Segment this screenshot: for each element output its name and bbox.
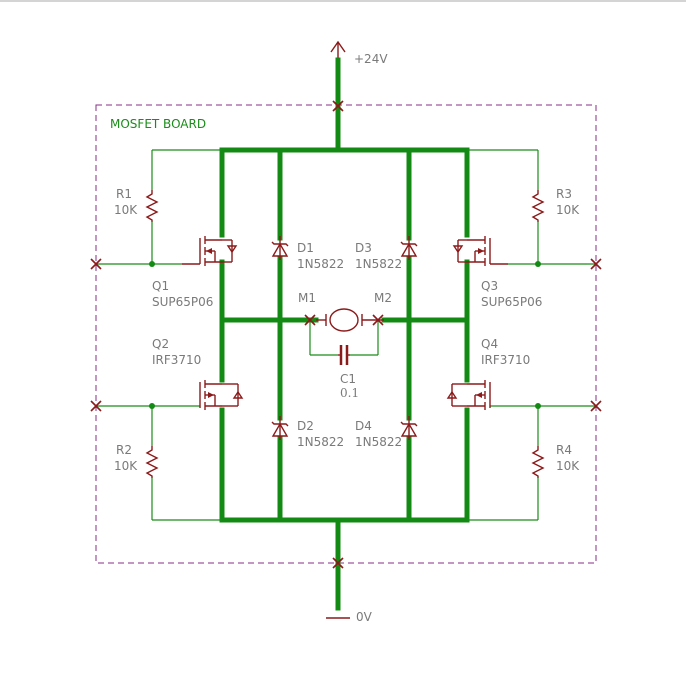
resistor-r4 <box>531 446 545 478</box>
r4-value: 10K <box>556 459 580 473</box>
mosfet-q2 <box>199 380 244 410</box>
d4-ref: D4 <box>355 419 372 433</box>
motor-connector-m1 <box>304 314 316 326</box>
d2-ref: D2 <box>297 419 314 433</box>
m2-ref: M2 <box>374 291 392 305</box>
mosfet-q4 <box>446 380 491 410</box>
board-outline <box>95 104 597 564</box>
gate-wiring <box>96 149 596 521</box>
capacitor-c1 <box>338 345 350 365</box>
diode-d3 <box>400 236 418 260</box>
d1-value: 1N5822 <box>297 257 344 271</box>
top-border <box>0 0 686 2</box>
r1-value: 10K <box>114 203 138 217</box>
mosfet-q3 <box>452 236 508 266</box>
r3-ref: R3 <box>556 187 572 201</box>
bus-rails <box>219 147 470 523</box>
r4-ref: R4 <box>556 443 572 457</box>
q2-value: IRF3710 <box>152 353 201 367</box>
supply-label: +24V <box>354 52 388 66</box>
q1-ref: Q1 <box>152 279 169 293</box>
d4-value: 1N5822 <box>355 435 402 449</box>
diode-d4 <box>400 416 418 440</box>
diode-d1 <box>271 236 289 260</box>
d3-value: 1N5822 <box>355 257 402 271</box>
ground-connector <box>332 557 344 569</box>
c1-ref: C1 <box>340 372 356 386</box>
resistor-r3 <box>531 190 545 222</box>
d1-ref: D1 <box>297 241 314 255</box>
motor-connector-m2 <box>372 314 384 326</box>
supply-symbol <box>330 40 346 60</box>
d2-value: 1N5822 <box>297 435 344 449</box>
resistor-r1 <box>145 190 159 222</box>
mosfet-q1 <box>182 236 238 266</box>
q4-value: IRF3710 <box>481 353 530 367</box>
ground-label: 0V <box>356 610 373 624</box>
q4-ref: Q4 <box>481 337 498 351</box>
q3-value: SUP65P06 <box>481 295 542 309</box>
junction-nodes <box>149 261 541 409</box>
q1-value: SUP65P06 <box>152 295 213 309</box>
r1-ref: R1 <box>116 187 132 201</box>
resistor-r2 <box>145 446 159 478</box>
m1-ref: M1 <box>298 291 316 305</box>
r2-ref: R2 <box>116 443 132 457</box>
d3-ref: D3 <box>355 241 372 255</box>
edge-connectors <box>90 258 602 412</box>
r3-value: 10K <box>556 203 580 217</box>
supply-connector <box>332 100 344 112</box>
q2-ref: Q2 <box>152 337 169 351</box>
motor <box>316 308 384 332</box>
c1-value: 0.1 <box>340 386 359 400</box>
board-title: MOSFET BOARD <box>110 117 206 131</box>
diode-d2 <box>271 416 289 440</box>
q3-ref: Q3 <box>481 279 498 293</box>
r2-value: 10K <box>114 459 138 473</box>
